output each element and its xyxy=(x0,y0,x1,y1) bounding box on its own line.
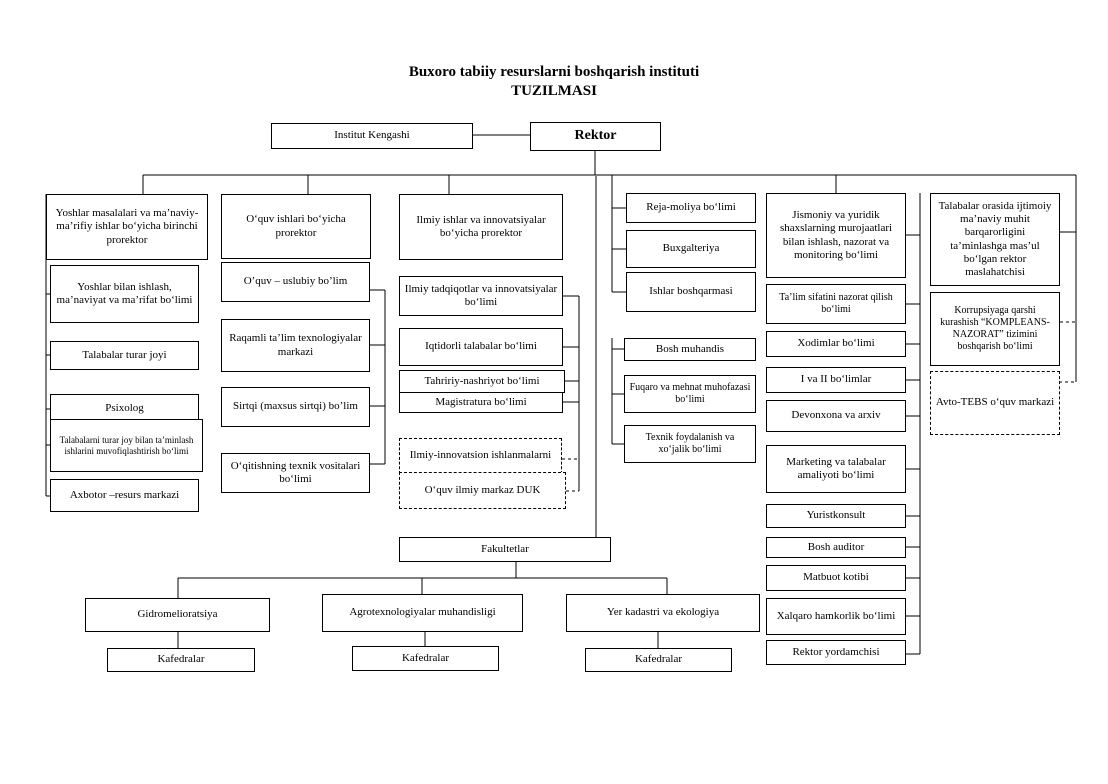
information-resource-center-box: Axbotor –resurs markazi xyxy=(50,479,199,512)
faculty-hydromelioration-box: Gidromelioratsiya xyxy=(85,598,270,632)
student-dormitory-box: Talabalar turar joyi xyxy=(50,341,199,370)
editorial-publishing-department-box: Tahririy-nashriyot bo‘limi xyxy=(399,370,565,393)
gifted-students-department-box: Iqtidorli talabalar bo‘limi xyxy=(399,328,563,366)
rector-assistant-box: Rektor yordamchisi xyxy=(766,640,906,665)
accounting-box: Buxgalteriya xyxy=(626,230,756,268)
agrotechnology-departments-box: Kafedralar xyxy=(352,646,499,671)
legal-counsel-box: Yuristkonsult xyxy=(766,504,906,528)
technical-teaching-aids-box: O‘qitishning texnik vositalari bo‘limi xyxy=(221,453,370,493)
appeals-monitoring-department-box: Jismoniy va yuridik shaxslarning murojaa… xyxy=(766,193,906,278)
training-center-duk-box: O‘quv ilmiy markaz DUK xyxy=(399,472,566,509)
chief-engineer-box: Bosh muhandis xyxy=(624,338,756,361)
digital-education-center-box: Raqamli ta’lim texnologiyalar markazi xyxy=(221,319,370,372)
administration-office-box: Ishlar boshqarmasi xyxy=(626,272,756,312)
science-prorector-box: Ilmiy ishlar va innovatsiyalar bo‘yicha … xyxy=(399,194,563,260)
land-cadastre-departments-box: Kafedralar xyxy=(585,648,732,672)
methodical-department-box: O’quv – uslubiy bo’lim xyxy=(221,262,370,302)
education-quality-control-box: Ta’lim sifatini nazorat qilish bo‘limi xyxy=(766,284,906,324)
research-innovation-department-box: Ilmiy tadqiqotlar va innovatsiyalar bo‘l… xyxy=(399,276,563,316)
faculty-land-cadastre-box: Yer kadastri va ekologiya xyxy=(566,594,760,632)
faculties-box: Fakultetlar xyxy=(399,537,611,562)
institute-council-box: Institut Kengashi xyxy=(271,123,473,149)
hydromelioration-departments-box: Kafedralar xyxy=(107,648,255,672)
faculty-agrotechnology-box: Agrotexnologiyalar muhandisligi xyxy=(322,594,523,632)
title-line1: Buxoro tabiiy resurslarni boshqarish ins… xyxy=(408,64,700,80)
master-degree-department-box: Magistratura bo‘limi xyxy=(399,392,563,413)
marketing-internship-department-box: Marketing va talabalar amaliyoti bo‘limi xyxy=(766,445,906,493)
first-second-departments-box: I va II bo‘limlar xyxy=(766,367,906,393)
academic-prorector-box: O‘quv ishlari bo‘yicha prorektor xyxy=(221,194,371,259)
technical-maintenance-box: Texnik foydalanish va xo‘jalik bo‘limi xyxy=(624,425,756,463)
planning-finance-department-box: Reja-moliya bo‘limi xyxy=(626,193,756,223)
records-archive-box: Devonxona va arxiv xyxy=(766,400,906,432)
correspondence-department-box: Sirtqi (maxsus sirtqi) bo’lim xyxy=(221,387,370,427)
civil-labor-protection-box: Fuqaro va mehnat muhofazasi bo‘limi xyxy=(624,375,756,413)
rector-advisor-box: Talabalar orasida ijtimoiy ma’naviy muhi… xyxy=(930,193,1060,286)
avto-tebs-training-center-box: Avto-TEBS o‘quv markazi xyxy=(930,371,1060,435)
innovation-developments-box: Ilmiy-innovatsion ishlanmalarni xyxy=(399,438,562,474)
youth-spirituality-department-box: Yoshlar bilan ishlash, ma’naviyat va ma’… xyxy=(50,265,199,323)
rector-box: Rektor xyxy=(530,122,661,151)
first-prorector-box: Yoshlar masalalari va ma’naviy-ma’rifiy … xyxy=(46,194,208,260)
chief-auditor-box: Bosh auditor xyxy=(766,537,906,558)
international-cooperation-box: Xalqaro hamkorlik bo‘limi xyxy=(766,598,906,635)
title-line2: TUZILMASI xyxy=(511,83,597,99)
anti-corruption-compliance-box: Korrupsiyaga qarshi kurashish “KOMPLEANS… xyxy=(930,292,1060,366)
personnel-department-box: Xodimlar bo‘limi xyxy=(766,331,906,357)
dormitory-coordination-department-box: Talabalarni turar joy bilan ta’minlash i… xyxy=(50,419,203,472)
press-secretary-box: Matbuot kotibi xyxy=(766,565,906,591)
